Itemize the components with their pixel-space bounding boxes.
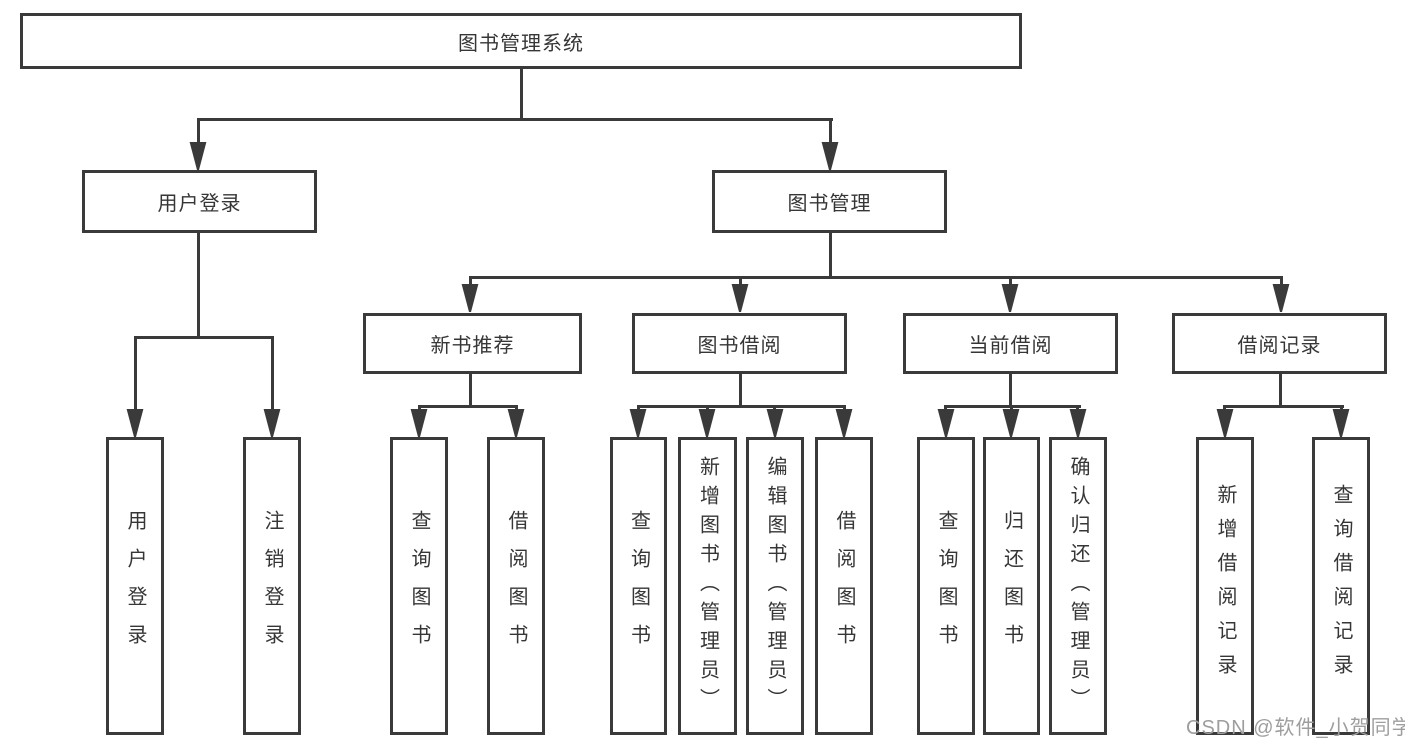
connector-l1-drop-right (829, 118, 832, 146)
node-leaf-borrow-book-2: 借阅图书 (815, 437, 873, 735)
arrow-down-icon (410, 409, 428, 437)
leaf-label: 编辑图书（管理员） (764, 455, 786, 717)
node-leaf-add-book: 新增图书（管理员） (678, 437, 737, 735)
node-leaf-logout: 注销登录 (243, 437, 301, 735)
arrow-down-icon (507, 409, 525, 437)
arrow-down-icon (1272, 284, 1290, 312)
connector-current-stem (1009, 374, 1012, 408)
connector-bookmgmt-stem (829, 233, 832, 278)
node-leaf-query-book-2: 查询图书 (610, 437, 667, 735)
leaf-label: 注销登录 (261, 510, 283, 662)
leaf-label: 新增图书（管理员） (696, 455, 719, 717)
connector-userlogin-stem (197, 233, 200, 339)
node-leaf-return-book: 归还图书 (983, 437, 1040, 735)
arrow-down-icon (937, 409, 955, 437)
connector-drop (1009, 276, 1012, 286)
connector-record-stem (1279, 374, 1282, 408)
arrow-down-icon (1069, 409, 1087, 437)
leaf-label: 确认归还（管理员） (1067, 455, 1089, 717)
leaf-label: 用户登录 (124, 510, 146, 662)
arrow-down-icon (821, 142, 839, 170)
arrow-down-icon (698, 409, 716, 437)
connector-drop (271, 336, 274, 411)
node-book-mgmt: 图书管理 (712, 170, 947, 233)
node-leaf-add-record: 新增借阅记录 (1196, 437, 1254, 735)
connector-l2-hline (469, 276, 1283, 279)
leaf-label: 借阅图书 (833, 510, 855, 662)
leaf-label: 查询图书 (408, 510, 430, 662)
arrow-down-icon (731, 284, 749, 312)
leaf-label: 查询图书 (935, 510, 957, 662)
node-new-book-rec: 新书推荐 (363, 313, 582, 374)
connector-l1-hline (197, 118, 833, 121)
arrow-down-icon (1001, 284, 1019, 312)
node-leaf-query-book-1: 查询图书 (390, 437, 448, 735)
connector-borrow-stem (739, 374, 742, 408)
leaf-label: 查询图书 (627, 510, 650, 662)
arrow-down-icon (189, 142, 207, 170)
connector-root-stem (520, 69, 523, 121)
watermark: CSDN @软件_小贺同学 (1186, 717, 1405, 739)
arrow-down-icon (1332, 409, 1350, 437)
connector-borrow-hline (637, 405, 846, 408)
node-user-login: 用户登录 (82, 170, 317, 233)
node-leaf-confirm-return: 确认归还（管理员） (1049, 437, 1107, 735)
node-leaf-query-record: 查询借阅记录 (1312, 437, 1370, 735)
connector-newbook-stem (469, 374, 472, 408)
node-book-borrow: 图书借阅 (632, 313, 847, 374)
connector-userlogin-hline (134, 336, 274, 339)
leaf-label: 归还图书 (1000, 510, 1023, 662)
connector-drop (1280, 276, 1283, 286)
node-leaf-query-book-3: 查询图书 (917, 437, 975, 735)
node-leaf-edit-book: 编辑图书（管理员） (746, 437, 804, 735)
arrow-down-icon (1002, 409, 1020, 437)
node-leaf-user-login: 用户登录 (106, 437, 164, 735)
connector-drop (739, 276, 742, 286)
arrow-down-icon (835, 409, 853, 437)
arrow-down-icon (461, 284, 479, 312)
arrow-down-icon (629, 409, 647, 437)
arrow-down-icon (263, 409, 281, 437)
connector-l1-drop-left (197, 118, 200, 146)
leaf-label: 借阅图书 (505, 510, 527, 662)
connector-drop (134, 336, 137, 411)
connector-record-hline (1223, 405, 1344, 408)
arrow-down-icon (766, 409, 784, 437)
arrow-down-icon (126, 409, 144, 437)
leaf-label: 查询借阅记录 (1330, 484, 1352, 688)
node-leaf-borrow-book-1: 借阅图书 (487, 437, 545, 735)
arrow-down-icon (1216, 409, 1234, 437)
connector-newbook-hline (418, 405, 518, 408)
node-root: 图书管理系统 (20, 13, 1022, 69)
node-current-borrow: 当前借阅 (903, 313, 1118, 374)
connector-drop (469, 276, 472, 286)
leaf-label: 新增借阅记录 (1214, 484, 1236, 688)
node-borrow-record: 借阅记录 (1172, 313, 1387, 374)
